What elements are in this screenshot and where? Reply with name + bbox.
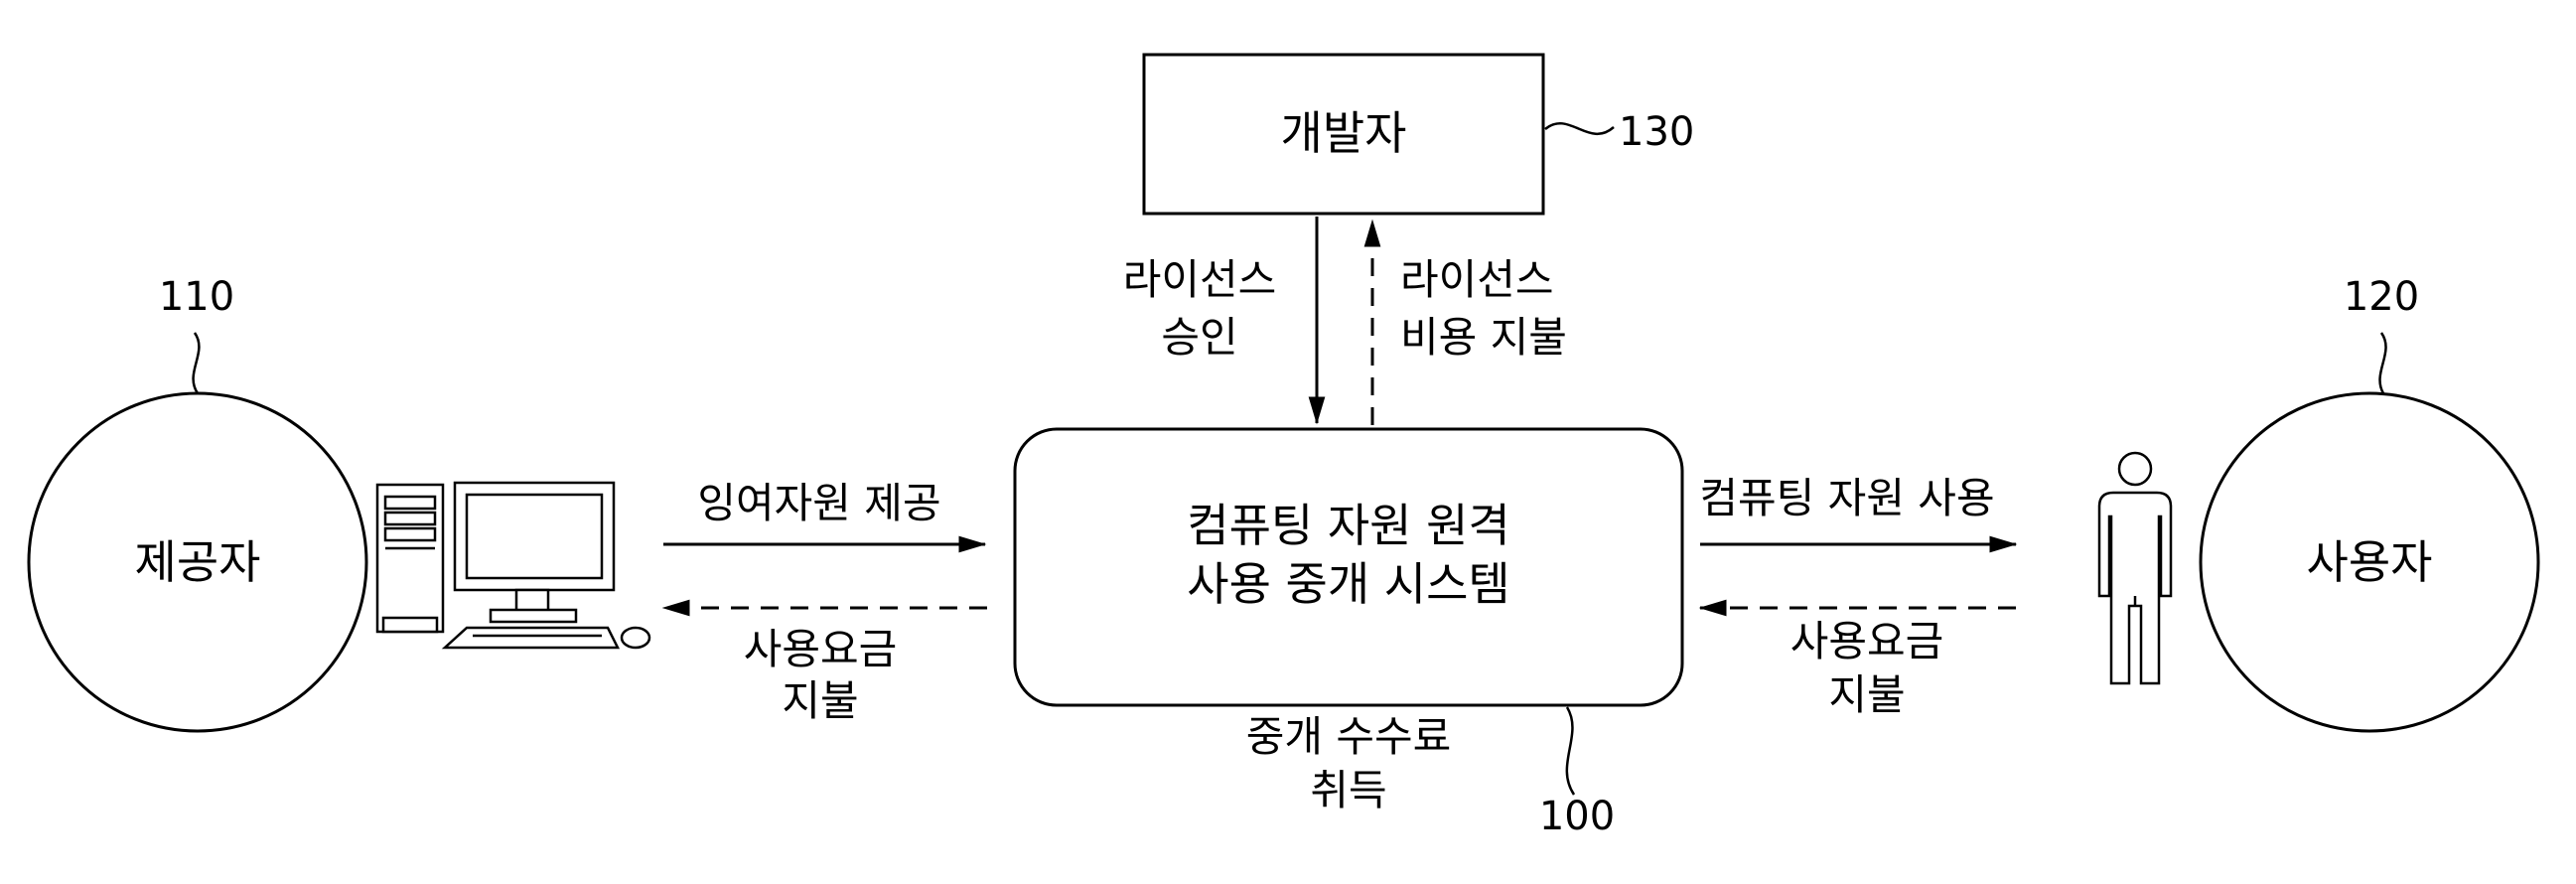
system-label-line2: 사용 중개 시스템 [1187,557,1509,611]
user-payment-flow: 사용요금 지불 [1698,599,2016,719]
person-icon [2097,451,2173,685]
system-label-line1: 컴퓨팅 자원 원격 [1187,499,1509,552]
developer-node: 개발자 130 [1142,53,1694,216]
user-payment-line1: 사용요금 [1790,617,1944,665]
system-ref: 100 [1539,794,1615,839]
license-approval-line1: 라이선스 [1123,255,1277,304]
user-circle [2199,391,2540,733]
surplus-provide-label: 잉여자원 제공 [697,479,940,527]
provider-ref: 110 [159,274,234,320]
user-ref: 120 [2344,274,2419,320]
provider-payment-line2: 지불 [782,676,858,725]
resource-use-label: 컴퓨팅 자원 사용 [1699,474,1994,522]
provider-node: 제공자 110 [27,274,368,733]
surplus-provide-flow: 잉여자원 제공 [663,479,987,553]
user-payment-line2: 지불 [1828,670,1905,719]
system-ref-leader [1565,706,1576,796]
provider-ref-leader [192,332,201,394]
fee-label-line1: 중개 수수료 [1246,712,1452,761]
developer-ref: 130 [1619,109,1694,155]
license-fee-line1: 라이선스 [1400,255,1554,304]
provider-label: 제공자 [135,535,261,589]
computer-icon [375,481,651,650]
resource-use-flow: 컴퓨팅 자원 사용 [1699,474,2018,553]
license-approval-flow: 라이선스 승인 [1123,217,1326,425]
provider-payment-flow: 사용요금 지불 [661,599,987,725]
license-fee-line2: 비용 지불 [1400,313,1567,362]
fee-label-line2: 취득 [1310,766,1386,814]
system-node: 컴퓨팅 자원 원격 사용 중개 시스템 중개 수수료 취득 100 [1013,427,1684,839]
license-approval-line2: 승인 [1161,313,1237,362]
developer-label: 개발자 [1281,106,1407,160]
developer-ref-leader [1544,122,1615,135]
user-ref-leader [2378,332,2387,394]
user-node: 사용자 120 [2199,274,2540,733]
license-fee-flow: 라이선스 비용 지불 [1363,219,1567,425]
provider-payment-line1: 사용요금 [744,625,898,673]
user-label: 사용자 [2307,535,2433,589]
system-box [1013,427,1684,707]
developer-box [1142,53,1545,216]
